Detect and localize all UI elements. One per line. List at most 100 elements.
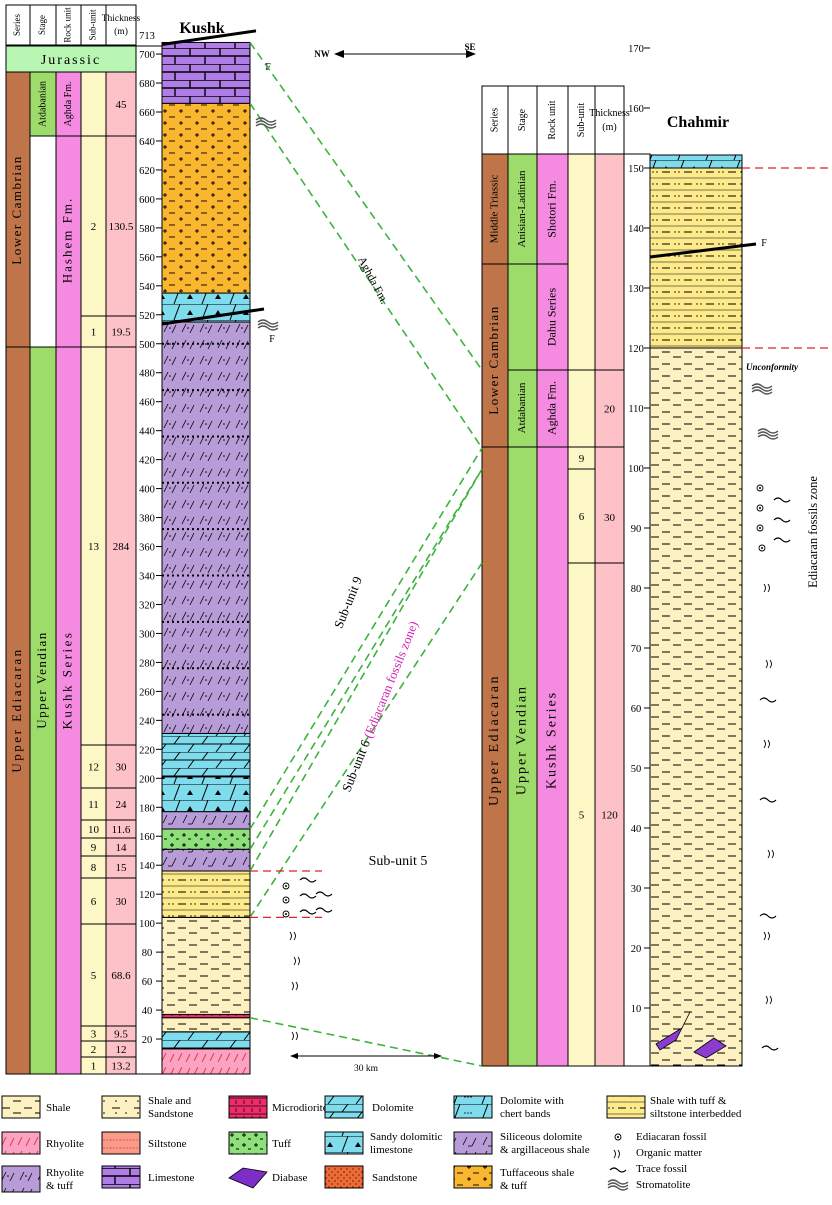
corr-line-aghda-base bbox=[249, 102, 483, 449]
organic-matter-icon bbox=[291, 981, 298, 991]
kushk-depth-label: 300 bbox=[139, 629, 155, 640]
kushk-depth-label: 440 bbox=[139, 427, 155, 438]
kushk-depth-label-top: 713 bbox=[139, 31, 155, 42]
kushk-thickness-cell bbox=[105, 877, 137, 925]
legend-swatch-shale bbox=[1, 1095, 41, 1119]
kushk-thickness-value: 19.5 bbox=[111, 327, 131, 339]
chahmir-depth-label: 130 bbox=[628, 284, 644, 295]
legend-label-line: Shale with tuff & bbox=[650, 1095, 727, 1107]
chahmir-rockunit-dahu-text: Dahu Series bbox=[544, 288, 558, 347]
kushk-depth-label: 420 bbox=[139, 456, 155, 467]
legend-label-rhyolite: Rhyolite bbox=[46, 1138, 84, 1150]
chahmir-series-header-text: Series bbox=[489, 108, 500, 133]
chahmir-depth-label: 170 bbox=[628, 44, 644, 55]
chahmir-depth-label: 60 bbox=[631, 704, 642, 715]
legend-label-microdiorite: Microdiorite bbox=[272, 1102, 328, 1114]
kushk-series-lower-cambrian bbox=[5, 71, 31, 348]
chahmir-subunit-top-cell bbox=[567, 153, 596, 371]
kushk-litho-layer bbox=[161, 1017, 251, 1033]
corr-line-sub6-top bbox=[249, 468, 483, 872]
stromatolite-icon bbox=[607, 1179, 629, 1191]
legend-swatch-siltstone bbox=[101, 1131, 141, 1155]
corr-line-aghda-top bbox=[249, 41, 483, 371]
kushk-subunit-value: 3 bbox=[91, 1029, 97, 1041]
kushk-depth-label: 240 bbox=[139, 716, 155, 727]
chahmir-thickness-value: 20 bbox=[604, 404, 616, 416]
chahmir-thickness-header bbox=[594, 85, 625, 155]
chahmir-thickness-merged-cell bbox=[594, 446, 625, 564]
legend-label-line: Sandy dolomitic bbox=[370, 1131, 443, 1143]
kushk-thickness-cell bbox=[105, 787, 137, 821]
legend-swatch-shale-sandstone bbox=[101, 1095, 141, 1119]
chahmir-fault-label: F bbox=[761, 238, 767, 249]
chahmir-title: Chahmir bbox=[667, 114, 729, 131]
stromatolite-icon bbox=[757, 428, 779, 440]
legend-swatch-diabase-shape bbox=[228, 1167, 268, 1189]
organic-matter-icon bbox=[765, 659, 772, 669]
kushk-subunit-value: 1 bbox=[91, 327, 97, 339]
chahmir-unconformity-label: Unconformity bbox=[746, 362, 799, 372]
trace-fossil-icon bbox=[761, 1045, 779, 1051]
chahmir-stage-upper-vendian-text: Upper Vendian bbox=[515, 685, 530, 795]
kushk-litho-layer bbox=[161, 41, 251, 104]
direction-se-label: SE bbox=[464, 42, 475, 52]
trace-fossil-icon bbox=[773, 537, 791, 543]
legend-swatch-sandy-dolomitic-limestone bbox=[324, 1131, 364, 1155]
chahmir-depth-label: 80 bbox=[631, 584, 642, 595]
kushk-depth-label: 460 bbox=[139, 398, 155, 409]
kushk-depth-label: 540 bbox=[139, 282, 155, 293]
chahmir-depth-scale bbox=[623, 153, 651, 1067]
chahmir-subunit-value: 5 bbox=[579, 810, 585, 822]
kushk-thickness-unit-text: (m) bbox=[114, 26, 128, 37]
organic-matter-icon bbox=[767, 849, 774, 859]
kushk-thickness-value: 12 bbox=[116, 1044, 127, 1056]
chahmir-depth-label: 110 bbox=[628, 404, 643, 415]
kushk-depth-label: 280 bbox=[139, 658, 155, 669]
chahmir-depth-label: 90 bbox=[631, 524, 642, 535]
organic-matter-icon bbox=[765, 995, 772, 1005]
legend-label-tuffaceous-shale: Tuffaceous shale& tuff bbox=[500, 1167, 574, 1192]
kushk-thickness-value: 9.5 bbox=[114, 1029, 128, 1041]
chahmir-depth-label: 70 bbox=[631, 644, 642, 655]
legend-swatch-rhyolite-tuff bbox=[1, 1165, 41, 1193]
legend-label-ediacaran-fossil: Ediacaran fossil bbox=[636, 1131, 707, 1143]
kushk-subunit-value: 10 bbox=[88, 824, 100, 836]
kushk-subunit-cell bbox=[80, 71, 107, 137]
chahmir-rockunit-dahu bbox=[536, 263, 569, 371]
legend-label-line: Siliceous dolomite bbox=[500, 1131, 582, 1143]
organic-matter-icon bbox=[291, 1031, 298, 1041]
kushk-litho-layer bbox=[161, 321, 251, 734]
chahmir-stage-header bbox=[507, 85, 538, 155]
kushk-thickness-value: 68.6 bbox=[111, 970, 131, 982]
chahmir-stage-blank bbox=[507, 263, 538, 371]
kushk-stage-upper-vendian bbox=[29, 346, 57, 1075]
kushk-stage-header-text: Stage bbox=[37, 15, 47, 35]
legend-label-line: Shale and bbox=[148, 1095, 192, 1107]
kushk-rockunit-header bbox=[55, 4, 82, 46]
chahmir-diabase-body bbox=[693, 1037, 727, 1059]
kushk-thickness-value: 30 bbox=[116, 762, 128, 774]
kushk-subunit-cell bbox=[80, 135, 107, 317]
kushk-depth-label: 200 bbox=[139, 774, 155, 785]
corr-line-sub9-base bbox=[249, 468, 483, 850]
kushk-depth-label: 60 bbox=[142, 977, 153, 988]
kushk-depth-label: 340 bbox=[139, 572, 155, 583]
ediacaran-fossil-icon-core bbox=[759, 487, 761, 489]
chahmir-stage-atdabanian-text: Atdabanian bbox=[516, 382, 528, 433]
direction-nw-label: NW bbox=[314, 49, 330, 59]
kushk-litho-layer bbox=[161, 732, 251, 778]
legend-swatch-microdiorite bbox=[228, 1095, 268, 1119]
kushk-depth-label: 180 bbox=[139, 803, 155, 814]
chahmir-depth-label: 50 bbox=[631, 764, 642, 775]
kushk-litho-layer bbox=[161, 828, 251, 850]
chahmir-depth-label: 40 bbox=[631, 824, 642, 835]
chahmir-litho-shale-tuff-siltstone bbox=[649, 167, 743, 349]
kushk-litho-layer bbox=[161, 1048, 251, 1075]
scale-bar-head-left bbox=[290, 1053, 298, 1059]
kushk-thickness-cell bbox=[105, 923, 137, 1027]
kushk-series-upper-ediacaran-text: Upper Ediacaran bbox=[9, 647, 24, 772]
kushk-depth-label: 100 bbox=[139, 919, 155, 930]
chahmir-series-middle-triassic-text: Middle Triassic bbox=[489, 175, 501, 244]
kushk-depth-label: 400 bbox=[139, 485, 155, 496]
